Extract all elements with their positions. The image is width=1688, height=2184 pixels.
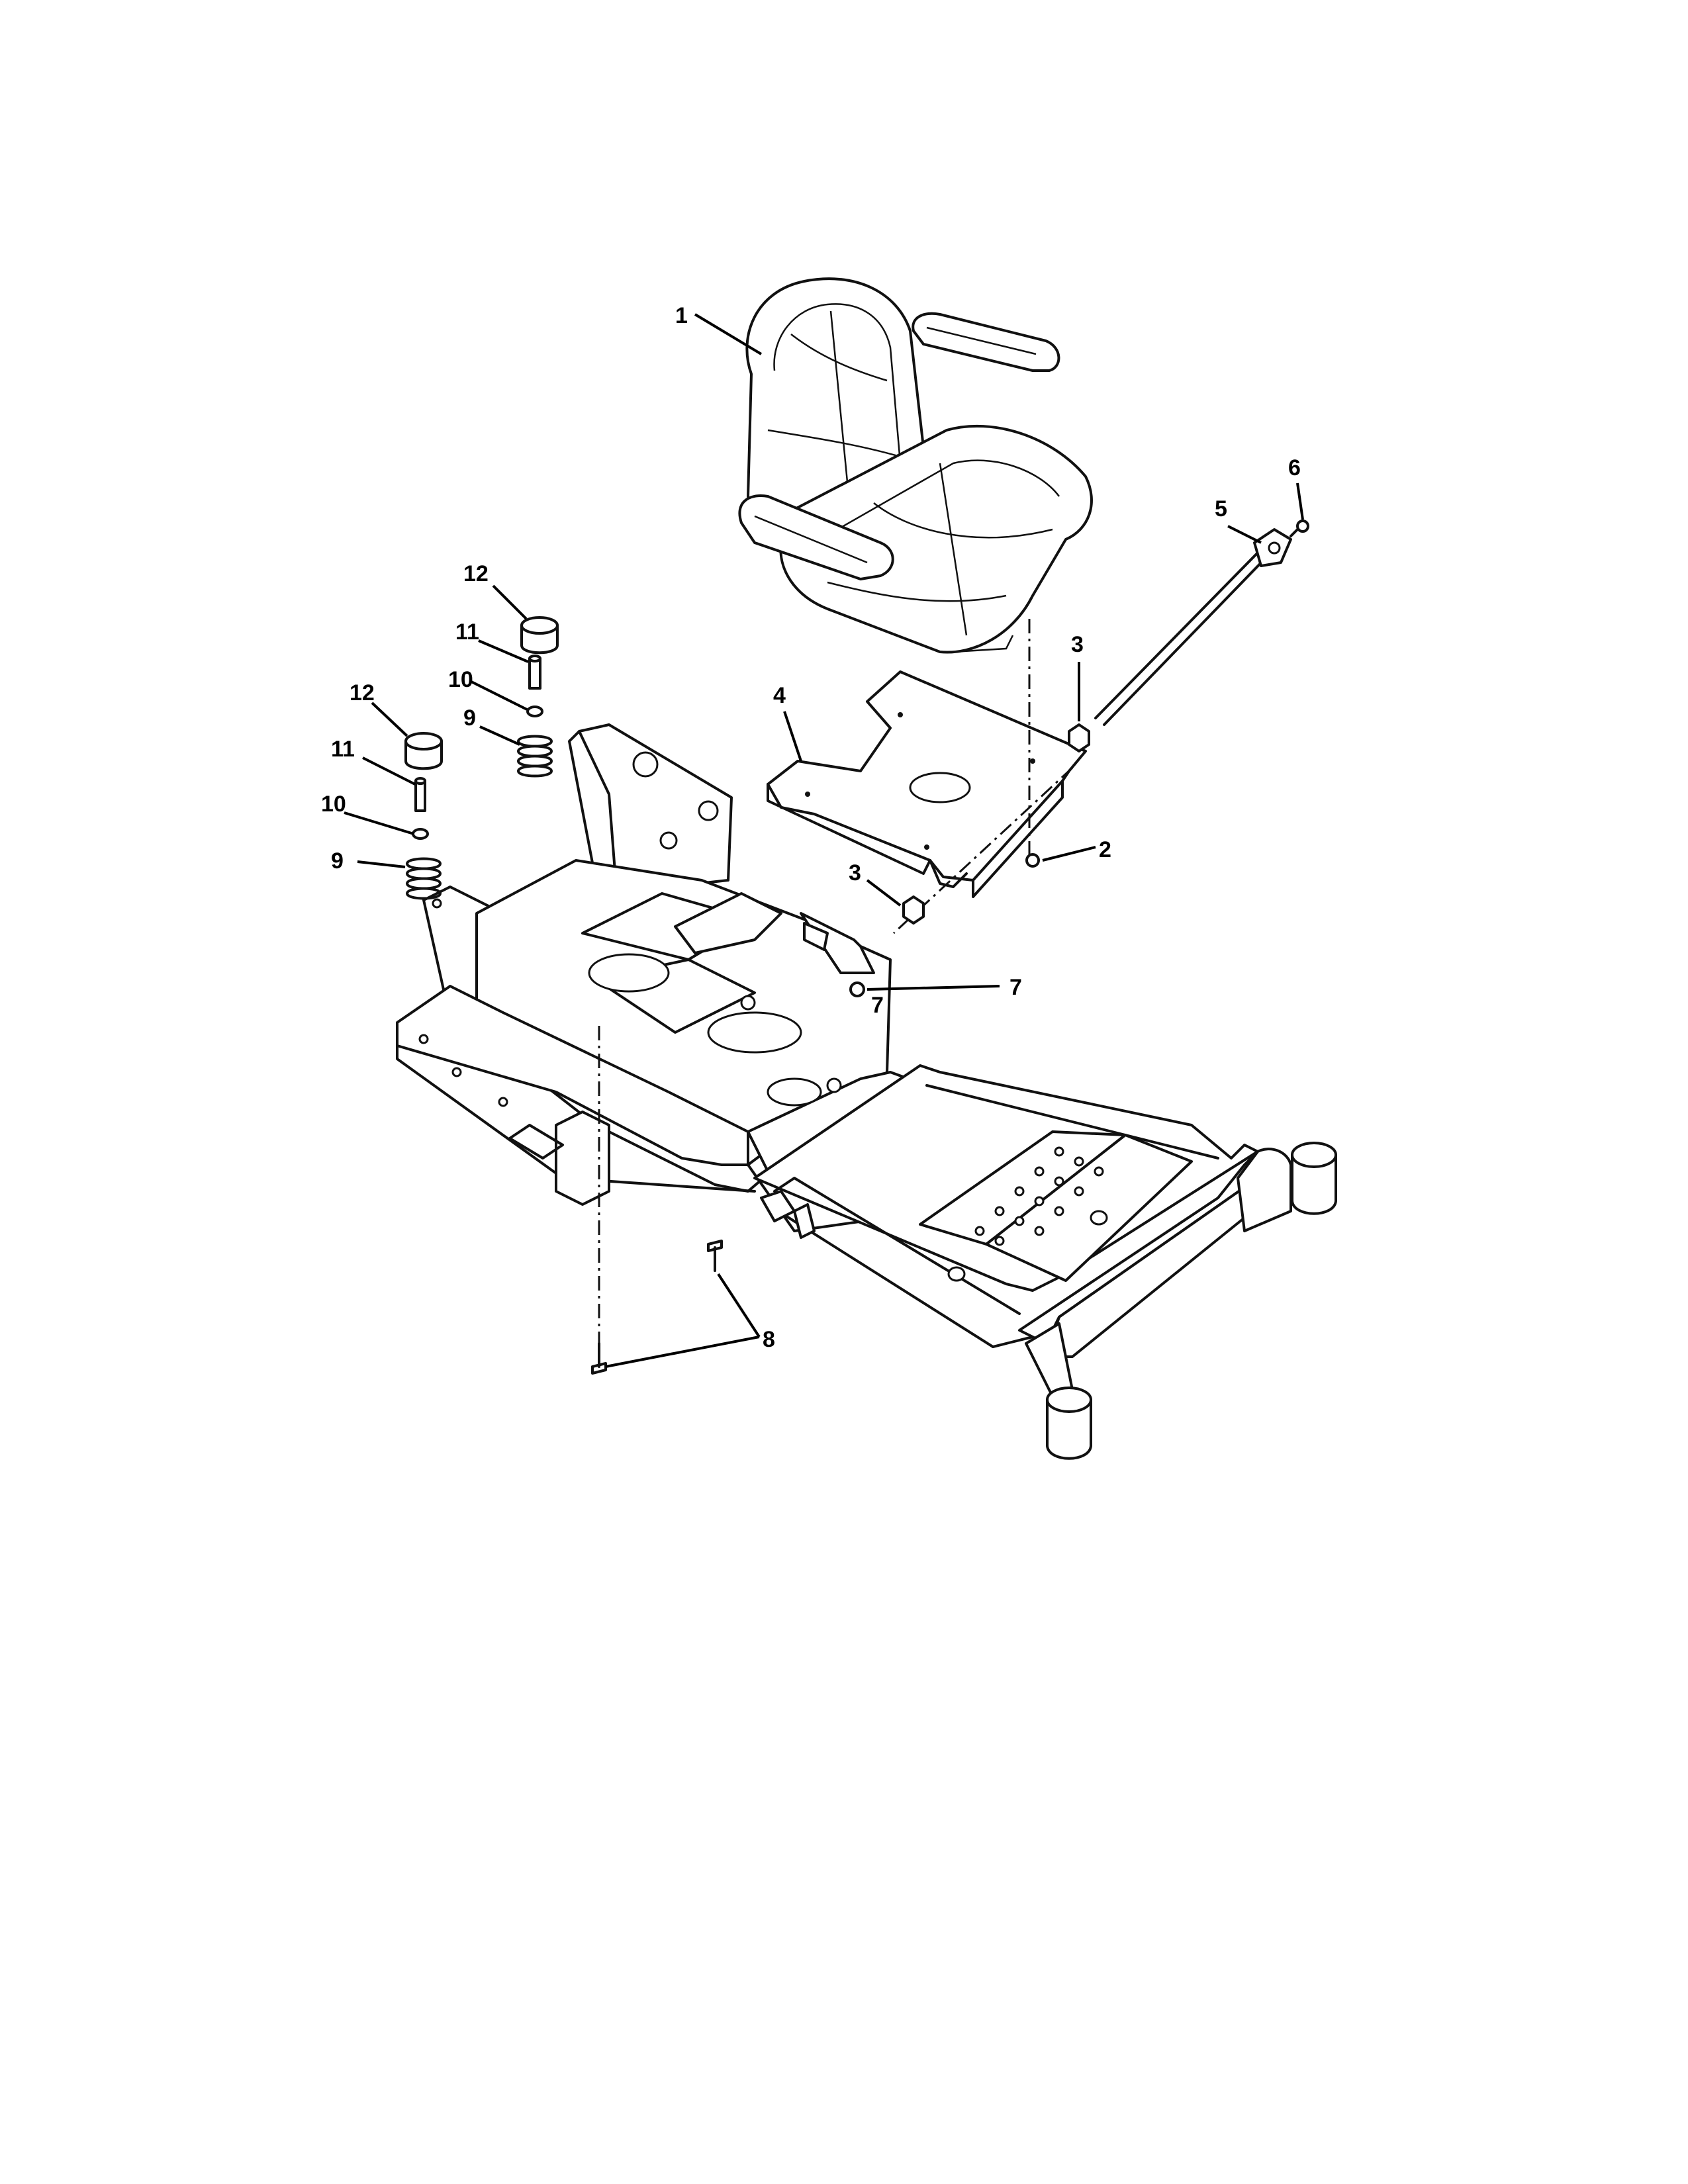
right-caster-mount bbox=[1237, 1142, 1337, 1232]
callout-3-lower: 3 bbox=[849, 860, 861, 886]
pin-part-11-left bbox=[414, 777, 426, 812]
nut-part-2 bbox=[1025, 853, 1040, 868]
callout-11-right: 11 bbox=[455, 619, 479, 645]
callout-9-right: 9 bbox=[463, 705, 476, 731]
bolts-part-8 bbox=[591, 1026, 723, 1375]
callout-8: 8 bbox=[763, 1327, 775, 1352]
seat bbox=[738, 277, 1093, 654]
cap-part-12-right bbox=[520, 616, 559, 655]
callout-11-left: 11 bbox=[331, 737, 355, 762]
spring-part-9-left bbox=[406, 857, 442, 900]
callout-10-right: 10 bbox=[448, 667, 473, 692]
cap-part-12-left bbox=[404, 732, 443, 770]
callout-7: 7 bbox=[1009, 975, 1022, 1000]
callout-12-left: 12 bbox=[350, 680, 375, 705]
callout-4: 4 bbox=[773, 683, 786, 708]
leader-lines bbox=[344, 313, 1304, 1368]
left-caster-mount bbox=[1025, 1322, 1092, 1460]
callout-5: 5 bbox=[1215, 496, 1227, 522]
pin-part-11-right bbox=[528, 655, 541, 690]
washer-part-10-right bbox=[526, 705, 543, 717]
mower-frame bbox=[396, 723, 1337, 1460]
callout-12-right: 12 bbox=[463, 561, 489, 586]
callout-6: 6 bbox=[1288, 455, 1301, 480]
spacer-part-3-lower bbox=[902, 895, 925, 925]
rod-assembly bbox=[892, 520, 1309, 934]
callout-9-left: 9 bbox=[331, 848, 344, 874]
spacer-part-3-upper bbox=[1068, 723, 1090, 752]
bolt-part-7 bbox=[849, 981, 865, 997]
washer-part-10-left bbox=[412, 828, 429, 840]
callout-7-secondary: 7 bbox=[871, 993, 884, 1018]
spring-part-9-right bbox=[517, 735, 553, 778]
callout-10-left: 10 bbox=[321, 792, 346, 817]
callout-1: 1 bbox=[675, 303, 688, 328]
callout-2: 2 bbox=[1099, 837, 1111, 862]
callout-labels: 1 2 3 3 4 5 6 7 7 8 9 9 10 10 11 11 12 1… bbox=[321, 303, 1301, 1352]
step-plate-holes bbox=[974, 1146, 1104, 1246]
callout-3-upper: 3 bbox=[1071, 632, 1084, 657]
